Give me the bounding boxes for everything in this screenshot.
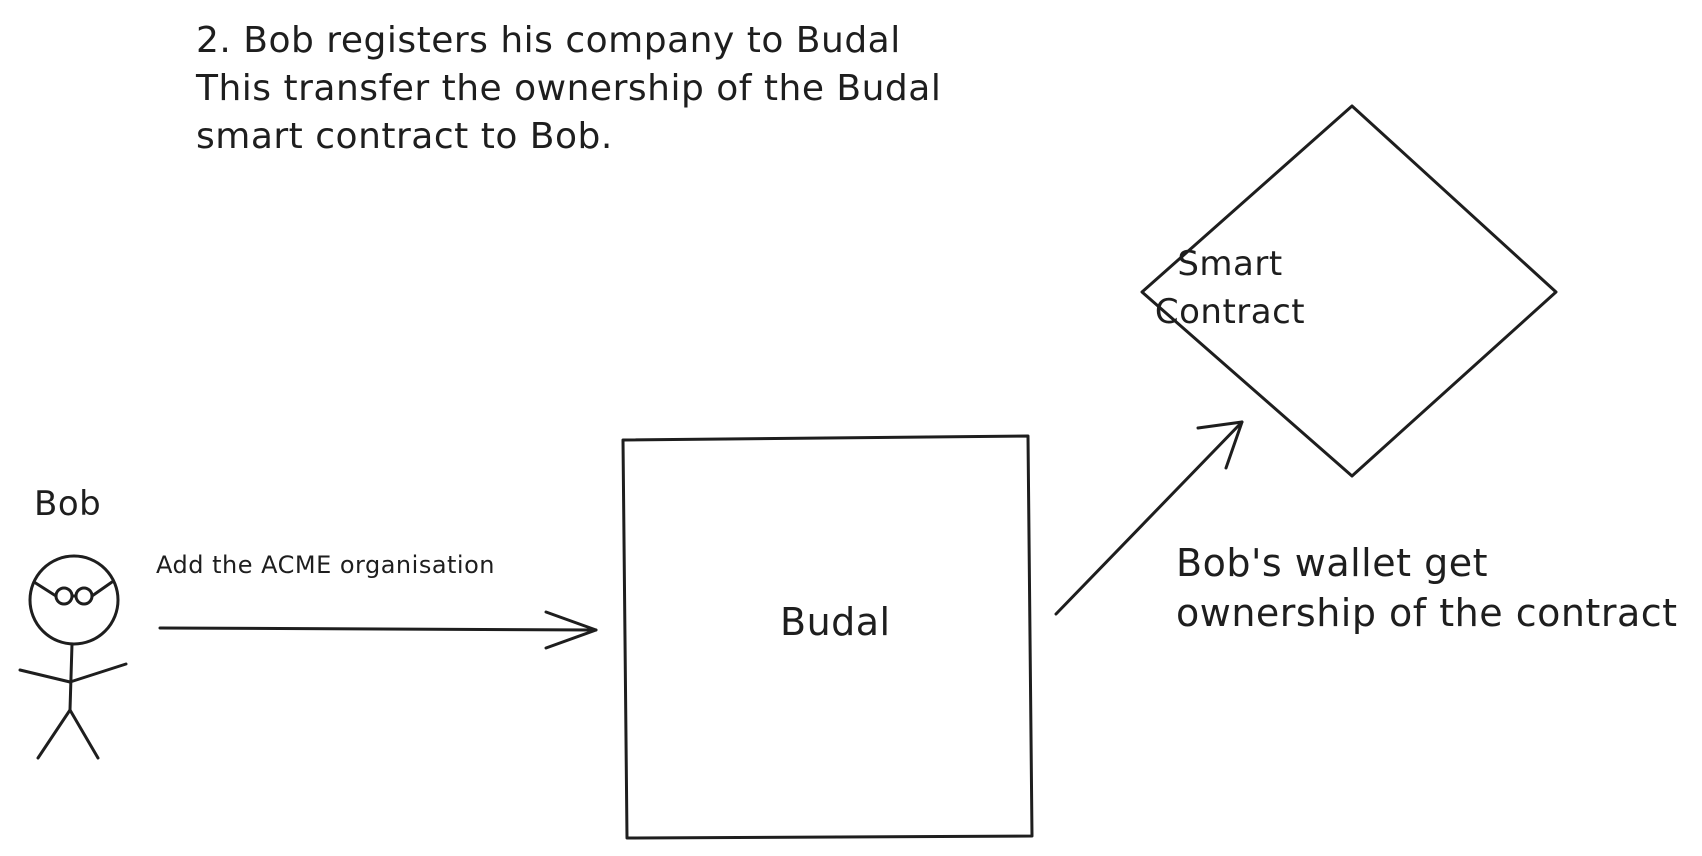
smart-contract-label-line-1: Smart: [1177, 244, 1283, 284]
ownership-arrow: [1054, 420, 1244, 616]
arrow-head: [544, 610, 598, 650]
budal-box: [621, 434, 1034, 840]
ownership-label-line-2: ownership of the contract: [1176, 591, 1678, 635]
diagram-title: 2. Bob registers his company to Budal Th…: [196, 17, 941, 161]
budal-box-label: Budal: [780, 600, 891, 644]
title-line-2: This transfer the ownership of the Budal: [196, 68, 942, 109]
bob-glasses-temple-right: [90, 580, 114, 598]
ownership-label-line-1: Bob's wallet get: [1176, 541, 1488, 585]
smart-contract-label: Smart Contract: [1110, 240, 1350, 336]
bob-head: [28, 554, 120, 646]
add-organisation-arrow: [158, 610, 598, 650]
bob-glasses-temple-left: [32, 580, 58, 598]
smart-contract-diamond: [1140, 104, 1558, 478]
title-line-1: 2. Bob registers his company to Budal: [196, 20, 901, 61]
bob-arm-left: [18, 668, 72, 684]
bob-leg-right: [68, 708, 100, 760]
action-arrow-label: Add the ACME organisation: [156, 551, 495, 579]
bob-glasses-right: [74, 586, 94, 606]
ownership-arrow-head: [1196, 420, 1244, 470]
bob-glasses-left: [54, 586, 74, 606]
smart-contract-label-line-2: Contract: [1154, 292, 1306, 332]
bob-stick-figure-icon: [18, 554, 128, 760]
bob-arm-right: [68, 662, 128, 684]
title-line-3: smart contract to Bob.: [196, 116, 613, 157]
actor-label: Bob: [34, 484, 102, 524]
arrow-shaft: [158, 626, 598, 632]
ownership-arrow-shaft: [1054, 420, 1244, 616]
bob-leg-left: [36, 708, 72, 760]
bob-body: [68, 642, 74, 712]
ownership-arrow-label: Bob's wallet get ownership of the contra…: [1176, 538, 1678, 638]
